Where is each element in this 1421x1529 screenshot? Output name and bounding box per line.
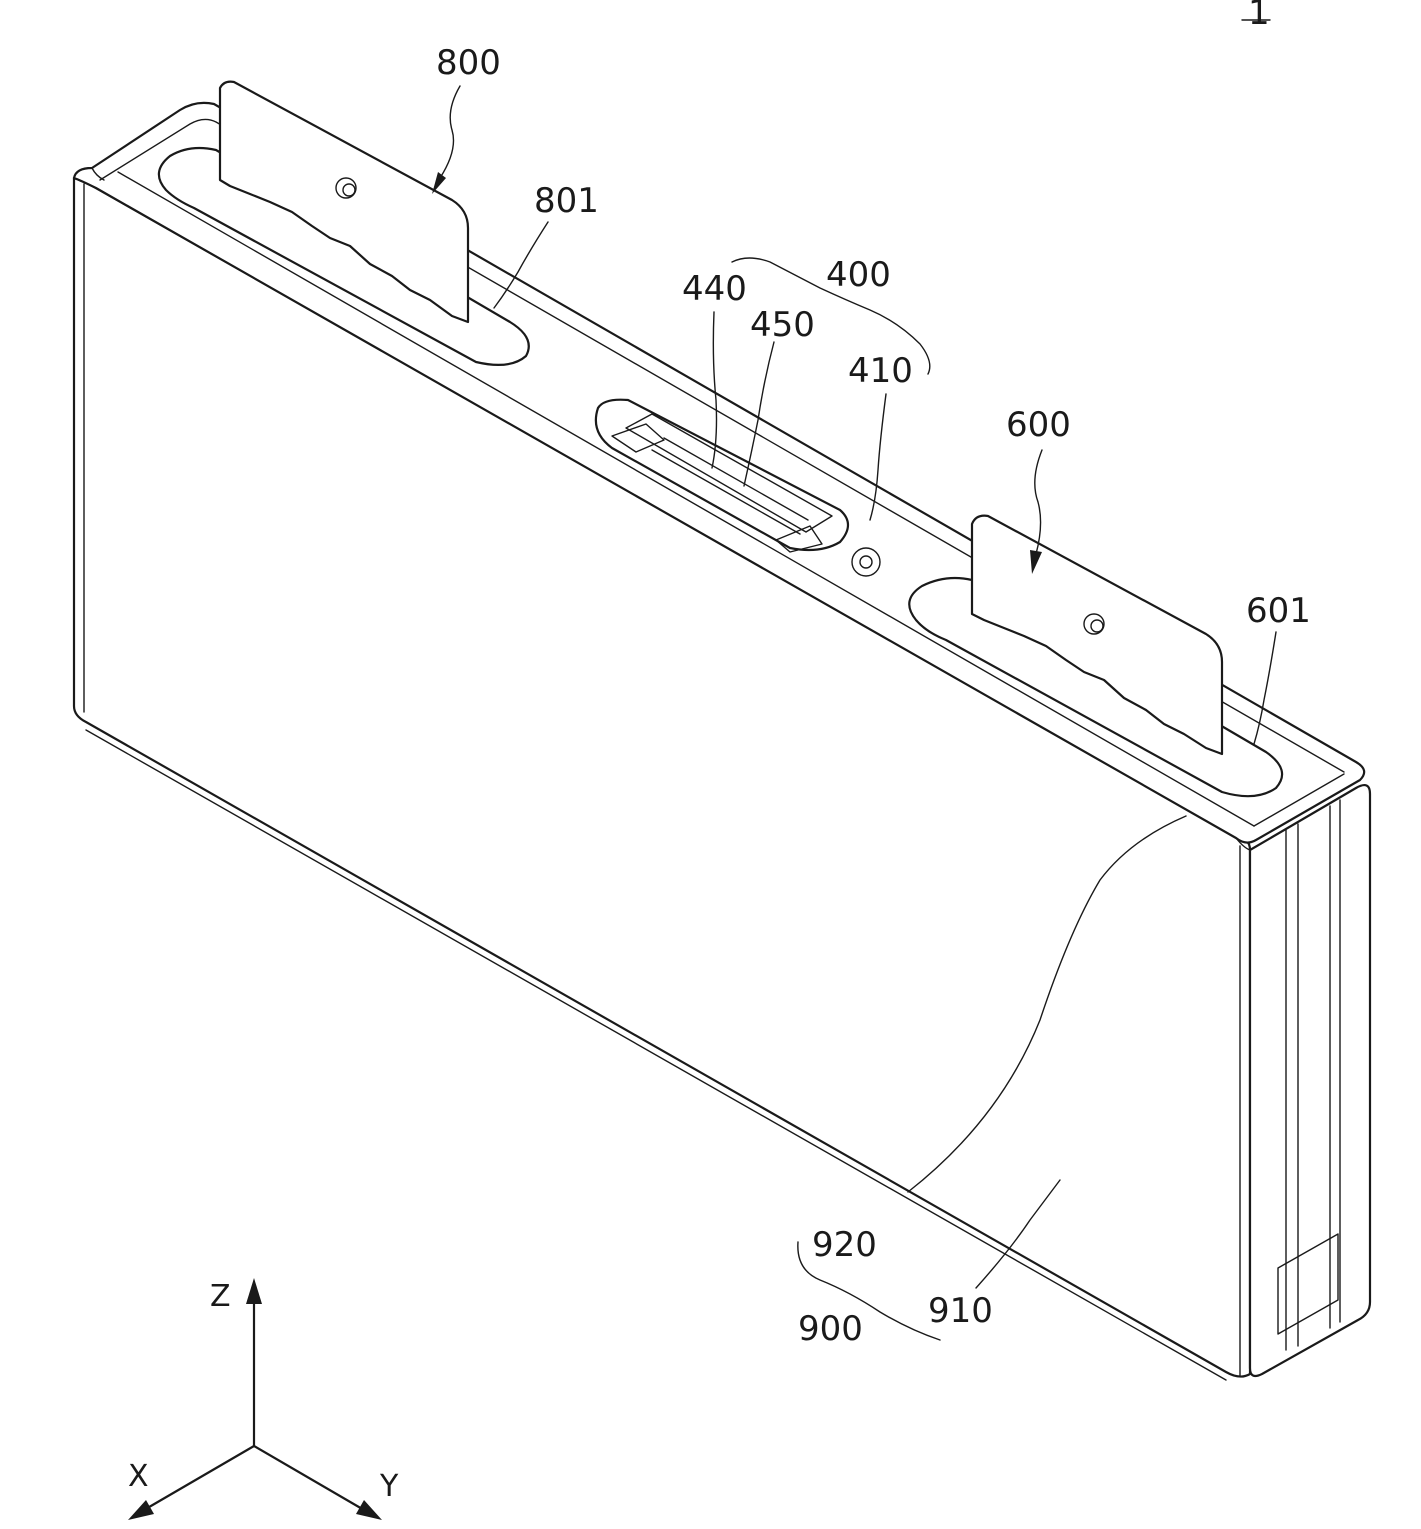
coordinate-axes: Z X Y — [128, 1278, 399, 1520]
y-axis-label: Y — [379, 1469, 399, 1504]
label-910: 910 — [928, 1291, 993, 1331]
label-800: 800 — [436, 43, 501, 83]
label-400: 400 — [826, 255, 891, 295]
label-600: 600 — [1006, 405, 1071, 445]
label-920: 920 — [812, 1225, 877, 1265]
figure-reference-mark: 1 — [1242, 0, 1270, 33]
label-801: 801 — [534, 181, 599, 221]
figure-reference-number: 1 — [1248, 0, 1270, 33]
label-900: 900 — [798, 1309, 863, 1349]
z-axis-arrowhead — [246, 1278, 262, 1304]
x-axis-arrowhead — [128, 1500, 154, 1520]
y-axis-arrowhead — [356, 1500, 382, 1520]
label-601: 601 — [1246, 591, 1311, 631]
x-axis-label: X — [128, 1459, 149, 1494]
label-450: 450 — [750, 305, 815, 345]
case-end-face — [1250, 785, 1370, 1376]
z-axis-label: Z — [210, 1279, 231, 1314]
label-410: 410 — [848, 351, 913, 391]
label-440: 440 — [682, 269, 747, 309]
case-large-face — [74, 178, 1250, 1377]
